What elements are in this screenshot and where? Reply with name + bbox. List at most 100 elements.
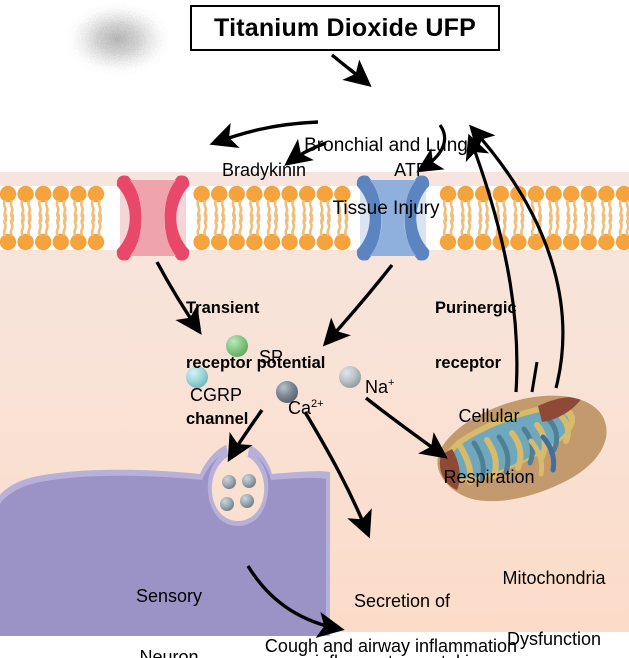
lipid-head [510,233,527,251]
lipid-head [457,233,474,251]
lipid-tail [44,213,50,237]
lipid-tail [79,213,85,237]
lipid-head [545,185,562,203]
lipid-tail [548,213,553,237]
lipid-head [475,233,492,251]
lipid-head [263,185,281,203]
arrow-neuron-to-cough [246,565,345,638]
arrow-tio2-to-injury [330,53,372,88]
lipid-tail [583,213,589,237]
lipid-tail [565,213,571,237]
label-tissue-injury: Bronchial and Lung Tissue Injury [304,134,468,220]
lipid-head [563,233,580,251]
lipid-head [0,233,17,251]
lipid-head [598,233,615,251]
lipid-head [246,233,263,251]
lipid-tail [62,213,67,237]
lipid-head [17,233,34,251]
arrow-calcium-to-cytokine [303,411,372,539]
label-sp: SP [259,347,284,367]
arrow-purinergic-to-ions [322,263,394,347]
lipid-head [527,185,545,203]
lipid-head [334,185,351,203]
lipid-head [35,185,52,203]
lipid-tail [607,213,613,237]
lipid-head [457,185,474,203]
label-cellular-respiration: Cellular Respiration [443,406,535,487]
lipid-tail [20,213,25,237]
title-box: Titanium Dioxide UFP [190,5,500,51]
lipid-tail [467,213,472,237]
lipid-tail [601,213,606,237]
lipid-tail [477,213,483,237]
lipid-head [52,185,69,203]
lipid-head [211,185,228,203]
lipid-tail [291,213,296,237]
lipid-tail [308,213,314,237]
lipid-head [228,185,245,203]
mitochondria-shape [437,395,607,502]
lipid-head [615,185,629,203]
label-secretion-inflammatory-cytokine: Secretion of inflammatory cytokine [315,591,489,658]
label-bradykinin: Bradykinin [221,160,307,180]
lipid-tail [449,213,455,237]
label-atp: ATP [394,160,428,180]
lipid-head [439,185,457,203]
lipid-tail [238,213,243,237]
lipid-tail [97,213,103,237]
lipid-head [580,233,597,251]
lipid-head [87,233,105,251]
arrow-mitochondria-to-injury [465,133,519,393]
lipid-head [211,233,228,251]
label-purinergic-receptor: Purinergic receptor [435,298,517,373]
label-mitochondria-dysfunction: Mitochondria Dysfunction [502,568,606,649]
lipid-tail [301,213,307,237]
lipid-tail [220,213,226,237]
lipid-tail [249,213,254,237]
lipid-tail [73,213,78,237]
lipid-tail [37,213,43,237]
phospholipid-bilayer [0,185,629,251]
label-cgrp: CGRP [190,385,243,405]
lipid-tail [9,213,15,237]
label-sensory-neuron: Sensory Neuron [135,586,203,658]
lipid-tail [55,213,61,237]
lipid-head [439,233,457,251]
page-title: Titanium Dioxide UFP [214,13,476,42]
label-cough-airway-inflammation: Cough and airway inflammation [264,636,518,656]
lipid-tail [2,213,8,237]
lipid-head [299,233,316,251]
arrow-sodium-to-mitochondria [364,396,448,459]
lipid-tail [519,213,525,237]
transient-receptor-potential-channel-icon [116,175,190,261]
lipid-head [598,185,615,203]
lipid-head [316,185,333,203]
lipid-head [87,185,105,203]
arrow-calcium-to-neuron [227,409,264,463]
lipid-head [281,233,298,251]
lipid-tail [513,213,518,237]
lipid-head [70,233,87,251]
lipid-tail [231,213,237,237]
lower-white-background [0,632,629,658]
lipid-head [35,233,52,251]
lipid-tail [555,213,560,237]
lipid-head [492,185,509,203]
lipid-tail [284,213,289,237]
sensory-neuron-shape [0,442,330,636]
lipid-tail [319,213,325,237]
sp-molecule-sphere [226,335,248,357]
lipid-tail [266,213,272,237]
arrow-trp-to-cgrp [155,261,202,335]
calcium-ion-sphere [276,381,298,403]
arrow-injury-to-atp [416,124,447,173]
arrow-injury-to-left [209,120,319,148]
lipid-tail [442,213,448,237]
lipid-tail [203,213,208,237]
lipid-tail [618,213,624,237]
lipid-head [545,233,562,251]
cellular-respiration-leader-line [530,361,539,393]
synaptic-vesicle [240,494,254,508]
arrow-cytokine-to-injury [469,124,565,389]
